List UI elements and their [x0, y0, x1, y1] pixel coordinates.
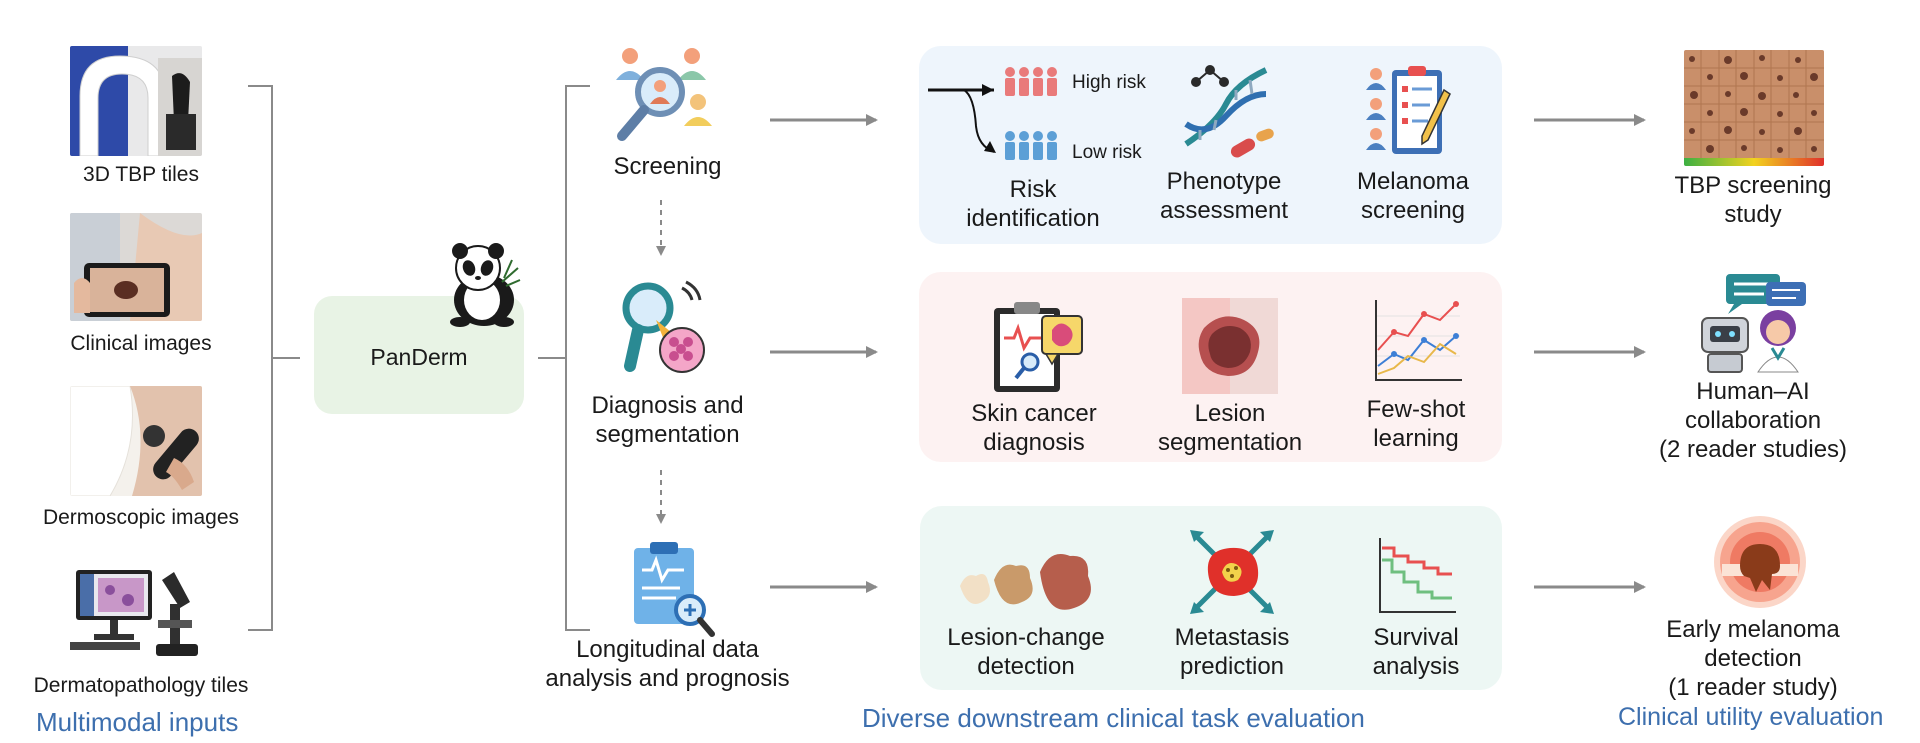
utility-tbp-screening: TBP screening study — [1674, 172, 1832, 228]
stage-label-diagnosis: Diagnosis and segmentation — [591, 392, 744, 448]
high-risk-label: High risk — [1072, 72, 1146, 93]
section-clinical-utility: Clinical utility evaluation — [1618, 703, 1884, 731]
stage-label-prognosis: Longitudinal data analysis and prognosis — [545, 636, 790, 692]
utility-human-ai: Human–AI collaboration (2 reader studies… — [1658, 378, 1848, 463]
lesion-change-icon — [960, 554, 1091, 610]
metastasis-icon — [1190, 530, 1274, 614]
utility-early-melanoma: Early melanoma detection (1 reader study… — [1666, 616, 1840, 701]
clipboard-magnifier-icon — [634, 542, 715, 637]
section-multimodal-inputs: Multimodal inputs — [36, 707, 239, 737]
section-downstream-tasks: Diverse downstream clinical task evaluat… — [862, 703, 1365, 733]
dermoscope-icon — [70, 386, 202, 496]
task-phenotype-assessment: Phenotype assessment — [1159, 168, 1289, 224]
task-risk-identification: Risk identification — [966, 176, 1100, 232]
stage-bracket — [565, 85, 590, 631]
input-label-dermoscopic: Dermoscopic images — [42, 506, 240, 529]
tbp-grid-icon — [1684, 50, 1824, 166]
robot-doctor-icon — [1701, 274, 1806, 373]
stage-label-screening: Screening — [613, 153, 722, 180]
checklist-icon — [1366, 66, 1451, 154]
skin-lesion-icon — [1714, 516, 1806, 608]
diagnosis-magnifier-icon — [622, 280, 705, 373]
dna-icon — [1184, 65, 1274, 158]
survival-chart-icon — [1379, 538, 1456, 613]
tbp-scanner-icon — [70, 46, 202, 156]
line-chart-icon — [1375, 300, 1462, 381]
panderm-label: PanDerm — [370, 344, 468, 370]
task-melanoma-screening: Melanoma screening — [1356, 168, 1470, 224]
task-metastasis-prediction: Metastasis prediction — [1174, 624, 1290, 680]
input-label-dermatopathology: Dermatopathology tiles — [33, 674, 249, 697]
people-icon — [928, 67, 1057, 160]
task-survival-analysis: Survival analysis — [1372, 624, 1460, 680]
task-skin-cancer-diagnosis: Skin cancer diagnosis — [971, 400, 1097, 456]
panda-icon — [450, 243, 521, 327]
task-lesion-change-detection: Lesion-change detection — [947, 624, 1105, 680]
low-risk-label: Low risk — [1072, 142, 1142, 163]
lesion-icon — [1182, 298, 1278, 394]
microscope-icon — [70, 560, 202, 664]
input-label-tbp: 3D TBP tiles — [83, 163, 199, 186]
input-bracket — [248, 85, 273, 631]
input-label-clinical: Clinical images — [70, 332, 212, 355]
diagnosis-clipboard-icon — [994, 302, 1083, 392]
task-few-shot-learning: Few-shot learning — [1366, 396, 1466, 452]
screening-magnifier-icon — [616, 48, 712, 141]
task-lesion-segmentation: Lesion segmentation — [1157, 400, 1303, 456]
clinical-photo-icon — [70, 213, 202, 321]
